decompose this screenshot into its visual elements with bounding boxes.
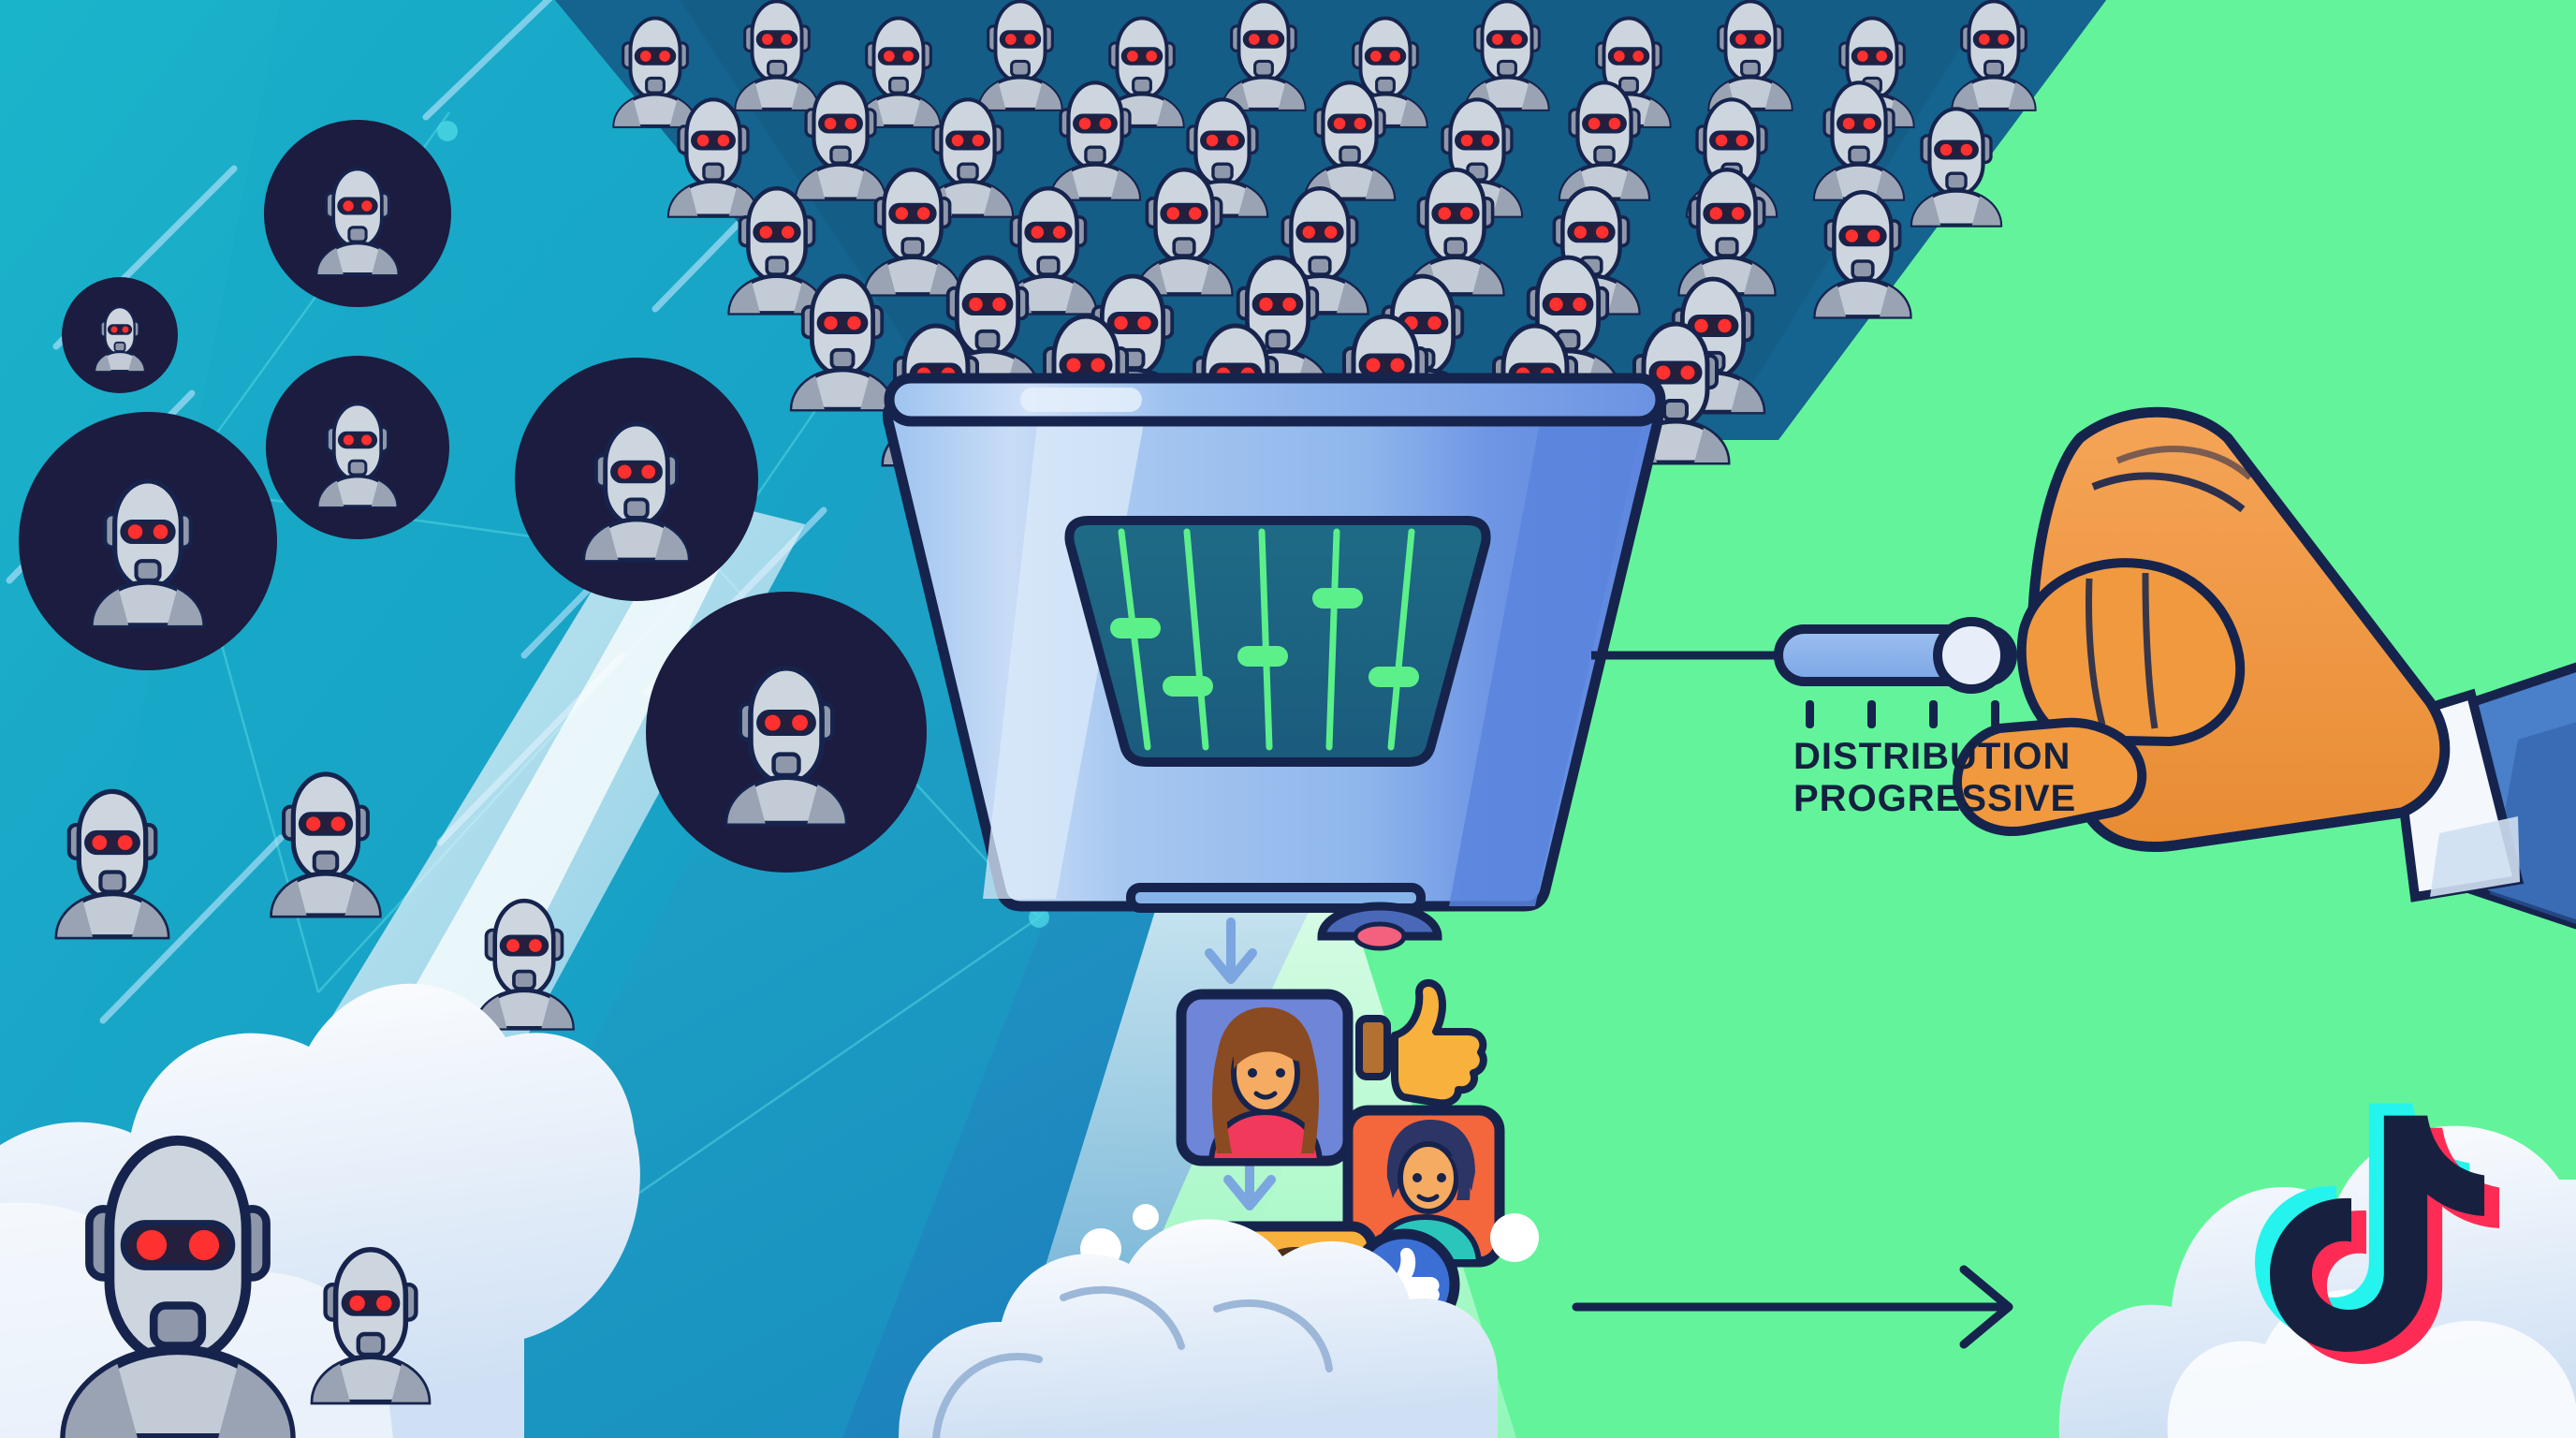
funnel-inner-sliders — [1118, 528, 1415, 751]
inner-slider-track — [1118, 528, 1151, 751]
distribution-slider — [1774, 617, 2017, 728]
shirt-cuff-shade — [2430, 816, 2520, 897]
slider-caption: DISTRIBUTION PROGRESSIVE — [1793, 736, 2076, 820]
inner-slider-track — [1387, 528, 1415, 751]
funnel-rim — [884, 373, 1666, 427]
funnel-inner-panel — [1064, 516, 1491, 767]
user-card-woman — [1176, 989, 1354, 1167]
funnel-shade — [1449, 423, 1643, 906]
slider-caption-line2: PROGRESSIVE — [1793, 777, 2077, 819]
floating-bot-avatars — [19, 120, 927, 873]
tiktok-logo — [2255, 1103, 2500, 1364]
bot-avatar-circle — [515, 358, 758, 601]
bot-avatar-circle — [19, 412, 277, 670]
inner-slider-handle — [1312, 588, 1363, 609]
hand-fingers — [2016, 558, 2246, 747]
slider-tick — [1867, 700, 1876, 728]
slider-knob — [1933, 617, 2010, 694]
inner-slider-handle — [1237, 646, 1288, 667]
hand-knuckle-line — [2091, 472, 2246, 513]
woman-avatar — [1208, 1007, 1324, 1164]
bubble — [1133, 1204, 1159, 1230]
bot-avatar-circle — [264, 120, 451, 307]
inner-slider-track — [1183, 528, 1209, 751]
slider-caption-line1: DISTRIBUTION — [1793, 736, 2071, 777]
cloud-right-2 — [2167, 1289, 2576, 1438]
flow-to-tiktok-arrow — [1572, 1265, 2013, 1349]
slider-tick — [1806, 700, 1814, 728]
inner-slider-handle — [1163, 676, 1213, 697]
funnel-rim-gloss — [1020, 388, 1142, 412]
funnel-neck — [1126, 883, 1426, 913]
cloud-center — [899, 1219, 1498, 1438]
hand-group — [1952, 406, 2576, 930]
finger-separators — [2086, 572, 2159, 729]
slider-tick — [1929, 700, 1938, 728]
funnel-inner-slider-handles — [1110, 588, 1419, 697]
inner-slider-track — [1258, 528, 1273, 751]
thumbs-up-yellow-icon — [1355, 979, 1487, 1108]
hand-knuckle-line-2 — [2115, 446, 2253, 480]
arrow-head — [1223, 1175, 1276, 1211]
tiktok-note-glyph — [2270, 1115, 2485, 1352]
cloud-center-outline — [932, 1285, 1333, 1438]
funnel-output-pill — [1317, 902, 1442, 951]
funnel — [882, 373, 1666, 913]
bot-avatar-circle — [266, 356, 449, 539]
hand-thumb — [1952, 717, 2147, 837]
bubble — [1490, 1213, 1539, 1262]
bot-avatar-circle — [646, 592, 927, 873]
inner-slider-track — [1325, 528, 1340, 751]
user-card-young-man — [1342, 1105, 1505, 1268]
slider-ticks — [1806, 700, 1999, 728]
arrow-head — [1205, 948, 1257, 984]
slider-tick — [1991, 700, 1999, 728]
inner-slider-handle — [1110, 618, 1161, 638]
inner-slider-handle — [1368, 667, 1419, 687]
bot-avatar-circle — [62, 277, 178, 393]
